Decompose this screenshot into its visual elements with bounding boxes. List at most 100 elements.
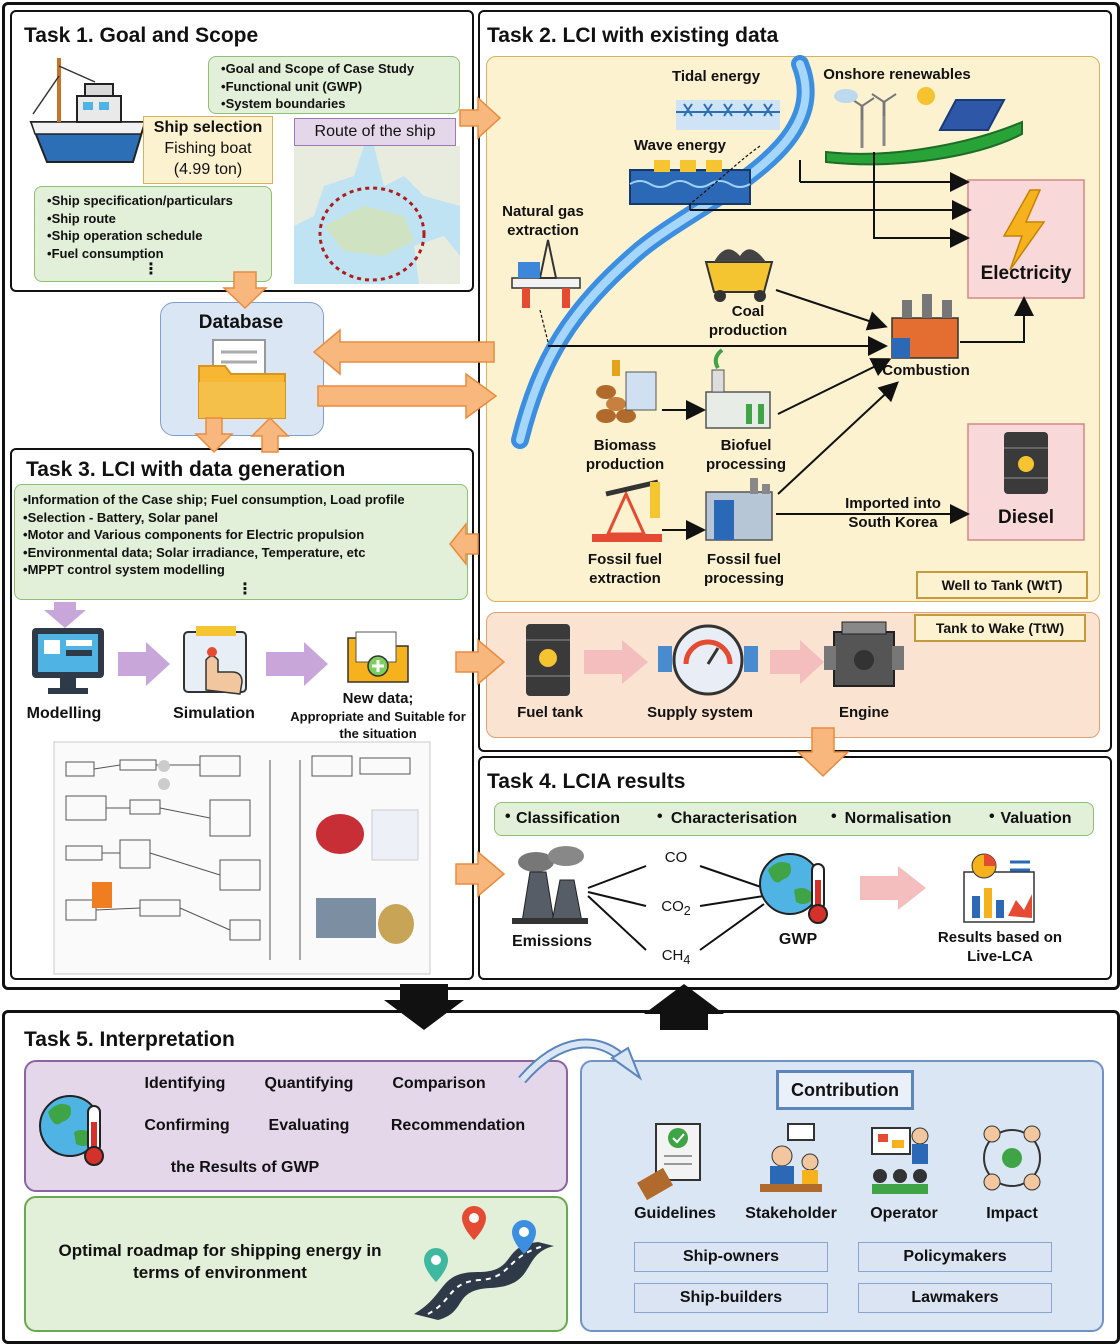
biomass-logs-icon [596,360,657,423]
coal-production-label: Coal production [708,303,788,339]
roadmap-label: Optimal roadmap for shipping energy in t… [58,1241,382,1282]
combustion-label: Combustion [882,362,970,379]
arrow-task1-to-task2 [459,96,502,140]
step-bullet: • [989,808,995,825]
arrow-ttw-to-task4 [796,727,850,778]
task3-info-box: Information of the Case ship; Fuel consu… [14,484,468,600]
ellipsis: ⋮ [237,581,253,598]
word-recommendation: Recommendation [390,1117,526,1134]
step-bullet: • [657,808,663,825]
new-data-sub-label: Appropriate and Suitable for the situati… [290,709,466,741]
step-characterisation: Characterisation [670,810,798,827]
biofuel-plant-icon [705,348,771,429]
results-chart-icon [963,853,1035,923]
arrow-task3-to-task4 [455,850,506,898]
electricity-label: Electricity [980,263,1072,284]
engine-label: Engine [838,704,889,721]
ttw-label: Tank to Wake (TtW) [914,614,1086,642]
ellipsis: ⋮ [143,261,159,278]
gas-co2: CO2 [661,898,691,918]
goal-item: System boundaries [221,95,459,113]
stakeholder-label: Stakeholder [745,1205,837,1222]
diesel-barrel-icon [1004,432,1048,494]
ship-selection-title: Ship selection [153,119,263,136]
spec-item: Ship route [47,210,271,228]
step-classification: Classification [515,810,621,827]
guidelines-label: Guidelines [634,1205,716,1222]
word-confirming: Confirming [144,1117,230,1134]
natural-gas-label: Natural gas extraction [502,203,584,239]
arrow-database-to-task2 [317,372,498,420]
operator-label: Operator [870,1205,938,1222]
group-policymakers: Policymakers [858,1242,1052,1272]
step-valuation: Valuation [1000,810,1072,827]
info-item: Environmental data; Solar irradiance, Te… [23,544,467,562]
stakeholder-icon [760,1123,822,1192]
route-label: Route of the ship [294,118,456,146]
contribution-title: Contribution [776,1070,914,1110]
operator-icon [871,1127,929,1194]
group-lawmakers: Lawmakers [858,1283,1052,1313]
arrow-database-to-task3 [194,417,234,454]
gas-ch4: CH4 [661,947,691,967]
coal-cart-icon [704,249,774,302]
fossil-extraction-label: Fossil fuel extraction [587,551,663,587]
new-data-label: New data; [342,690,414,707]
down-arrow-black [384,984,464,1030]
new-data-folder-icon [347,631,409,683]
fishing-boat-icon [29,58,147,163]
roadmap-road-icon [414,1206,554,1320]
results-gwp-label: the Results of GWP [170,1159,320,1176]
emissions-icon [512,846,588,924]
fossil-processing-label: Fossil fuel processing [703,551,785,587]
fuel-tank-label: Fuel tank [517,704,583,721]
wave-energy-icon [629,160,751,205]
biofuel-label: Biofuel processing [705,437,787,473]
emissions-label: Emissions [511,933,593,950]
group-ship-owners: Ship-owners [634,1242,828,1272]
step-bullet: • [505,808,511,825]
impact-label: Impact [986,1205,1038,1222]
group-ship-builders: Ship-builders [634,1283,828,1313]
word-comparison: Comparison [392,1075,486,1092]
ship-type: Fishing boat [164,140,252,157]
pink-arrow [770,640,824,684]
wave-energy-label: Wave energy [634,137,726,154]
arrow-task1-to-database [222,271,268,310]
wtt-label: Well to Tank (WtT) [916,571,1088,599]
gas-co: CO [664,849,688,866]
step-bullet: • [831,808,837,825]
goal-scope-box: Goal and Scope of Case Study Functional … [208,56,460,114]
onshore-renewables-label: Onshore renewables [823,66,971,83]
lightning-icon [1002,189,1046,271]
ship-selection-box: Ship selection Fishing boat (4.99 ton) [143,116,273,184]
interpretation-box [24,1060,568,1192]
gwp-globe-icon [759,853,828,924]
tidal-energy-icon [676,100,780,130]
arrow-task2-to-database [312,328,495,376]
biomass-label: Biomass production [585,437,665,473]
gwp-globe-icon [39,1095,104,1166]
simulation-hand-icon [183,626,247,695]
purple-arrow [266,642,328,686]
top-outer-frame [2,2,1120,990]
word-evaluating: Evaluating [268,1117,350,1134]
modelling-label: Modelling [26,705,102,722]
spec-item: Ship operation schedule [47,227,271,245]
info-item: Motor and Various components for Electri… [23,526,467,544]
impact-icon [983,1125,1041,1191]
word-identifying: Identifying [144,1075,226,1092]
ship-weight: (4.99 ton) [173,161,243,178]
engine-icon [824,621,904,687]
up-arrow-black [644,984,724,1030]
supply-system-label: Supply system [647,704,753,721]
route-map [294,146,460,284]
fuel-tank-barrel-icon [526,624,570,696]
spec-item: Ship specification/particulars [47,192,271,210]
pink-arrow [860,866,926,910]
